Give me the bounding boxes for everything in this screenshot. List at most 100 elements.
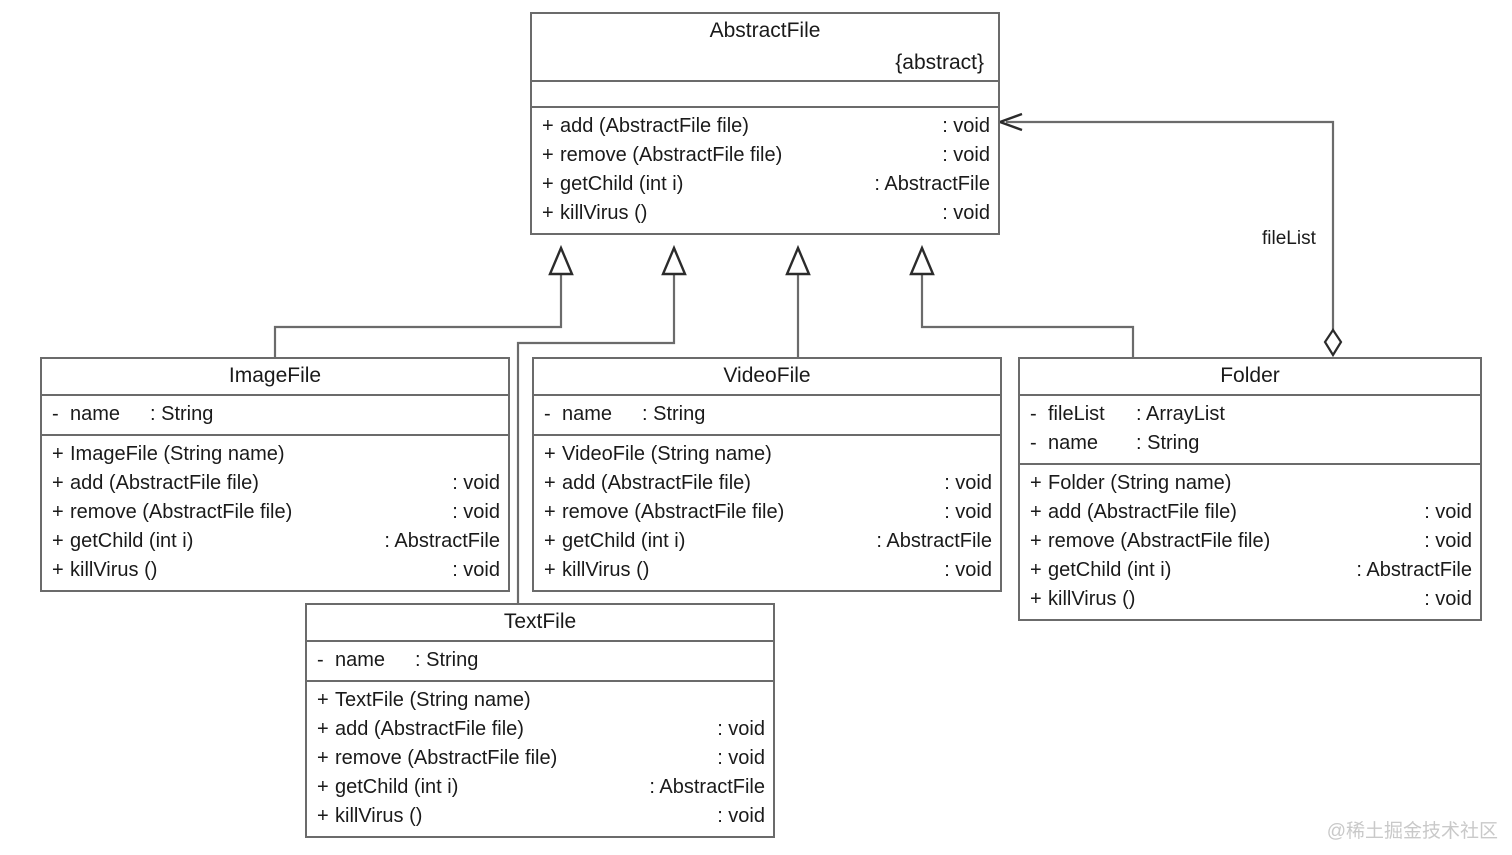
- visibility-marker: +: [1030, 588, 1042, 611]
- visibility-marker: +: [317, 805, 329, 828]
- attribute-row: - name : String: [307, 646, 773, 675]
- visibility-marker: +: [52, 559, 64, 582]
- visibility-marker: +: [52, 530, 64, 553]
- method-row: + killVirus () : void: [534, 556, 1000, 585]
- class-name-folder: Folder: [1220, 364, 1280, 387]
- attribute-row: - name : String: [1020, 429, 1480, 458]
- method-signature: add (AbstractFile file): [560, 115, 749, 138]
- method-return-type: : void: [1424, 588, 1472, 611]
- method-signature: killVirus (): [335, 805, 423, 828]
- method-row: + Folder (String name): [1020, 469, 1480, 498]
- attributes-compartment-folder: - fileList : ArrayList - name : String: [1020, 394, 1480, 463]
- generalization-imagefile: [273, 244, 574, 357]
- visibility-marker: +: [317, 689, 329, 712]
- attribute-name: name: [335, 649, 386, 672]
- method-signature: VideoFile (String name): [562, 443, 772, 466]
- visibility-marker: +: [542, 202, 554, 225]
- method-signature: remove (AbstractFile file): [70, 501, 293, 524]
- visibility-marker: -: [317, 649, 324, 672]
- method-signature: killVirus (): [1048, 588, 1136, 611]
- method-signature: Folder (String name): [1048, 472, 1232, 495]
- attribute-type: : ArrayList: [1136, 403, 1225, 426]
- method-return-type: : void: [942, 202, 990, 225]
- class-name-textfile: TextFile: [503, 610, 577, 633]
- attributes-compartment-videofile: - name : String: [534, 394, 1000, 434]
- class-stereotype-abstractfile: {abstract}: [895, 51, 984, 75]
- method-signature: getChild (int i): [1048, 559, 1172, 582]
- class-box-textfile[interactable]: TextFile - name : String + TextFile (Str…: [305, 603, 775, 839]
- method-signature: add (AbstractFile file): [562, 472, 751, 495]
- attributes-compartment-textfile: - name : String: [307, 640, 773, 680]
- methods-compartment-textfile: + TextFile (String name) + add (Abstract…: [307, 680, 773, 836]
- method-row: + add (AbstractFile file) : void: [534, 469, 1000, 498]
- method-return-type: : AbstractFile: [649, 776, 765, 799]
- method-return-type: : void: [1424, 501, 1472, 524]
- visibility-marker: -: [1030, 403, 1037, 426]
- method-return-type: : void: [944, 501, 992, 524]
- method-signature: remove (AbstractFile file): [335, 747, 558, 770]
- method-row: + remove (AbstractFile file) : void: [532, 141, 998, 170]
- method-row: + VideoFile (String name): [534, 440, 1000, 469]
- method-row: + add (AbstractFile file) : void: [307, 715, 773, 744]
- method-row: + remove (AbstractFile file) : void: [1020, 527, 1480, 556]
- class-box-imagefile[interactable]: ImageFile - name : String + ImageFile (S…: [40, 357, 510, 593]
- class-name-videofile: VideoFile: [723, 364, 811, 387]
- method-row: + add (AbstractFile file) : void: [532, 112, 998, 141]
- method-return-type: : void: [717, 718, 765, 741]
- visibility-marker: +: [317, 776, 329, 799]
- class-box-abstractfile[interactable]: AbstractFile {abstract} + add (AbstractF…: [530, 12, 1000, 236]
- method-row: + killVirus () : void: [307, 802, 773, 831]
- visibility-marker: +: [1030, 501, 1042, 524]
- attribute-type: : String: [150, 403, 214, 426]
- attribute-row: - name : String: [42, 400, 508, 429]
- generalization-videofile: [785, 244, 811, 357]
- method-row: + getChild (int i) : AbstractFile: [534, 527, 1000, 556]
- method-return-type: : AbstractFile: [876, 530, 992, 553]
- visibility-marker: +: [544, 443, 556, 466]
- class-name-imagefile: ImageFile: [228, 364, 322, 387]
- visibility-marker: +: [542, 144, 554, 167]
- visibility-marker: -: [544, 403, 551, 426]
- method-signature: add (AbstractFile file): [1048, 501, 1237, 524]
- visibility-marker: +: [317, 747, 329, 770]
- method-signature: getChild (int i): [70, 530, 194, 553]
- method-return-type: : AbstractFile: [1356, 559, 1472, 582]
- method-row: + add (AbstractFile file) : void: [42, 469, 508, 498]
- method-return-type: : void: [1424, 530, 1472, 553]
- class-box-folder[interactable]: Folder - fileList : ArrayList - name : S…: [1018, 357, 1482, 622]
- attribute-type: : String: [415, 649, 479, 672]
- methods-compartment-abstractfile: + add (AbstractFile file) : void + remov…: [532, 106, 998, 233]
- methods-compartment-folder: + Folder (String name) + add (AbstractFi…: [1020, 463, 1480, 619]
- method-return-type: : void: [717, 805, 765, 828]
- method-signature: getChild (int i): [335, 776, 459, 799]
- attribute-row: - name : String: [534, 400, 1000, 429]
- method-signature: add (AbstractFile file): [335, 718, 524, 741]
- method-return-type: : void: [944, 559, 992, 582]
- method-return-type: : void: [452, 501, 500, 524]
- visibility-marker: -: [1030, 432, 1037, 455]
- method-row: + getChild (int i) : AbstractFile: [1020, 556, 1480, 585]
- visibility-marker: +: [544, 472, 556, 495]
- visibility-marker: -: [52, 403, 59, 426]
- class-box-videofile[interactable]: VideoFile - name : String + VideoFile (S…: [532, 357, 1002, 593]
- visibility-marker: +: [544, 501, 556, 524]
- attribute-name: name: [70, 403, 121, 426]
- visibility-marker: +: [542, 173, 554, 196]
- method-row: + killVirus () : void: [1020, 585, 1480, 614]
- method-return-type: : void: [452, 472, 500, 495]
- attribute-row: - fileList : ArrayList: [1020, 400, 1480, 429]
- visibility-marker: +: [52, 443, 64, 466]
- visibility-marker: +: [1030, 559, 1042, 582]
- aggregation-role-label-filelist: fileList: [1262, 228, 1316, 249]
- method-row: + killVirus () : void: [42, 556, 508, 585]
- method-signature: ImageFile (String name): [70, 443, 285, 466]
- attribute-type: : String: [642, 403, 706, 426]
- attribute-name: fileList: [1048, 403, 1105, 426]
- class-name-abstractfile: AbstractFile: [709, 19, 821, 42]
- visibility-marker: +: [542, 115, 554, 138]
- visibility-marker: +: [1030, 530, 1042, 553]
- visibility-marker: +: [52, 501, 64, 524]
- method-row: + killVirus () : void: [532, 199, 998, 228]
- method-signature: remove (AbstractFile file): [560, 144, 783, 167]
